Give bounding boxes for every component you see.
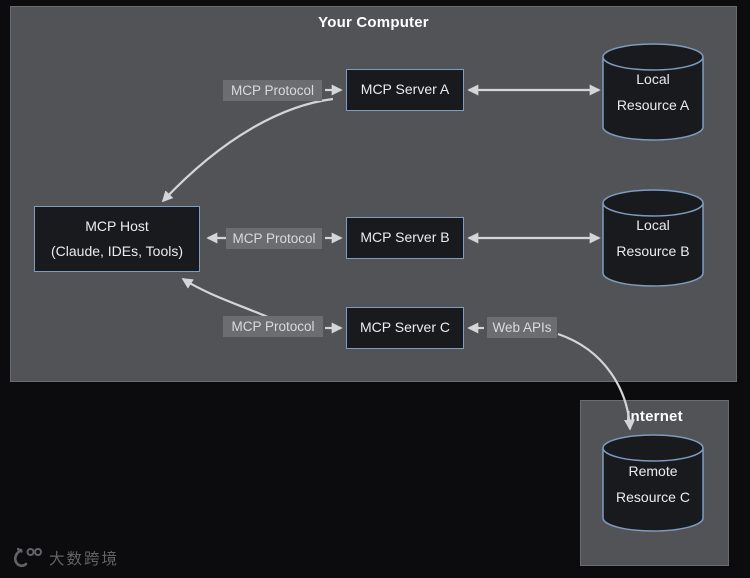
local-resource-a-cylinder: Local Resource A [602,43,704,141]
resource-c-line2: Resource C [616,489,690,505]
mcp-host-line2: (Claude, IDEs, Tools) [50,243,183,259]
arrow-server-c-to-host [181,278,271,320]
mcp-server-c-label: MCP Server C [360,319,450,336]
resource-a-line1: Local [636,71,669,87]
web-apis-label: Web APIs [487,317,557,338]
resource-b-line2: Resource B [616,243,689,259]
resource-a-line2: Resource A [617,97,690,113]
mcp-host-line1: MCP Host [85,217,149,234]
diagram-arrows [161,84,636,431]
internet-title: Internet [626,408,683,425]
your-computer-title: Your Computer [318,14,429,31]
watermark: 大数跨境 [12,545,119,571]
mcp-protocol-label-b: MCP Protocol [226,228,322,249]
resource-b-line1: Local [636,217,669,233]
watermark-brand-text: 大数跨境 [49,551,120,568]
mcp-server-a-label: MCP Server A [360,81,450,98]
mcp-server-b-node: MCP Server B [346,217,464,259]
mcp-server-b-label: MCP Server B [360,229,450,246]
dashu-logo-icon [13,547,42,568]
arrow-webapis-to-remote-resource [557,332,636,431]
local-resource-b-cylinder: Local Resource B [602,189,704,287]
remote-resource-c-cylinder: Remote Resource C [602,434,704,532]
resource-c-line1: Remote [628,463,677,479]
mcp-protocol-label-a: MCP Protocol [223,80,322,101]
arrow-server-a-to-host [161,97,334,203]
mcp-server-c-node: MCP Server C [346,307,464,349]
mcp-host-node: MCP Host (Claude, IDEs, Tools) [34,206,200,272]
mcp-protocol-label-c: MCP Protocol [223,316,323,337]
mcp-server-a-node: MCP Server A [346,69,464,111]
